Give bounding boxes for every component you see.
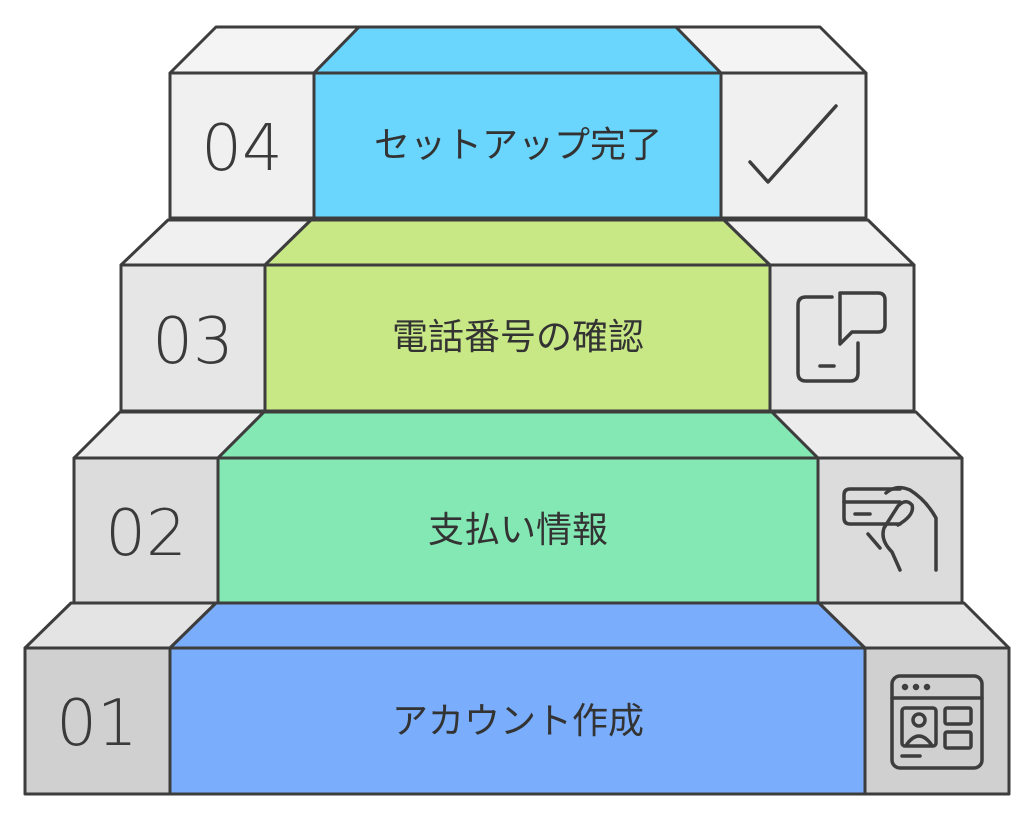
- step-01-number: 01: [56, 687, 137, 761]
- step-04-center-top-face: [312, 25, 723, 75]
- step-02-center-top-face: [216, 410, 820, 460]
- step-02-number: 02: [105, 497, 186, 571]
- step-03-left-front: [119, 263, 267, 413]
- step-02-label: 支払い情報: [428, 510, 608, 551]
- step-01-label: アカウント作成: [392, 701, 644, 742]
- step-03-label: 電話番号の確認: [392, 317, 644, 358]
- step-03: 03 電話番号の確認: [119, 218, 916, 413]
- step-03-number: 03: [152, 305, 233, 379]
- profile-window-icon: [890, 674, 984, 770]
- step-02: 02 支払い情報: [72, 410, 964, 605]
- step-03-right-front: [768, 263, 916, 413]
- step-01-center-top-face: [168, 601, 867, 650]
- step-02-center-front: [216, 456, 820, 605]
- step-03-center-top-face: [263, 218, 772, 267]
- step-03-center-front: [263, 263, 772, 413]
- step-04-center-front: [312, 71, 723, 220]
- step-04-label: セットアップ完了: [374, 125, 662, 166]
- step-04-left-front: [168, 71, 316, 220]
- step-01-left-front: [23, 646, 172, 796]
- step-04-number: 04: [201, 112, 282, 186]
- step-04-right-front: [719, 71, 868, 220]
- step-02-right-front: [816, 456, 964, 605]
- step-01-center-front: [168, 646, 867, 796]
- credit-card-hand-icon: [842, 485, 938, 572]
- step-01: 01 アカウント作成: [23, 601, 1011, 796]
- step-04: 04 セットアップ完了: [168, 25, 868, 220]
- phone-chat-icon: [796, 291, 887, 383]
- checkmark-icon: [748, 104, 838, 184]
